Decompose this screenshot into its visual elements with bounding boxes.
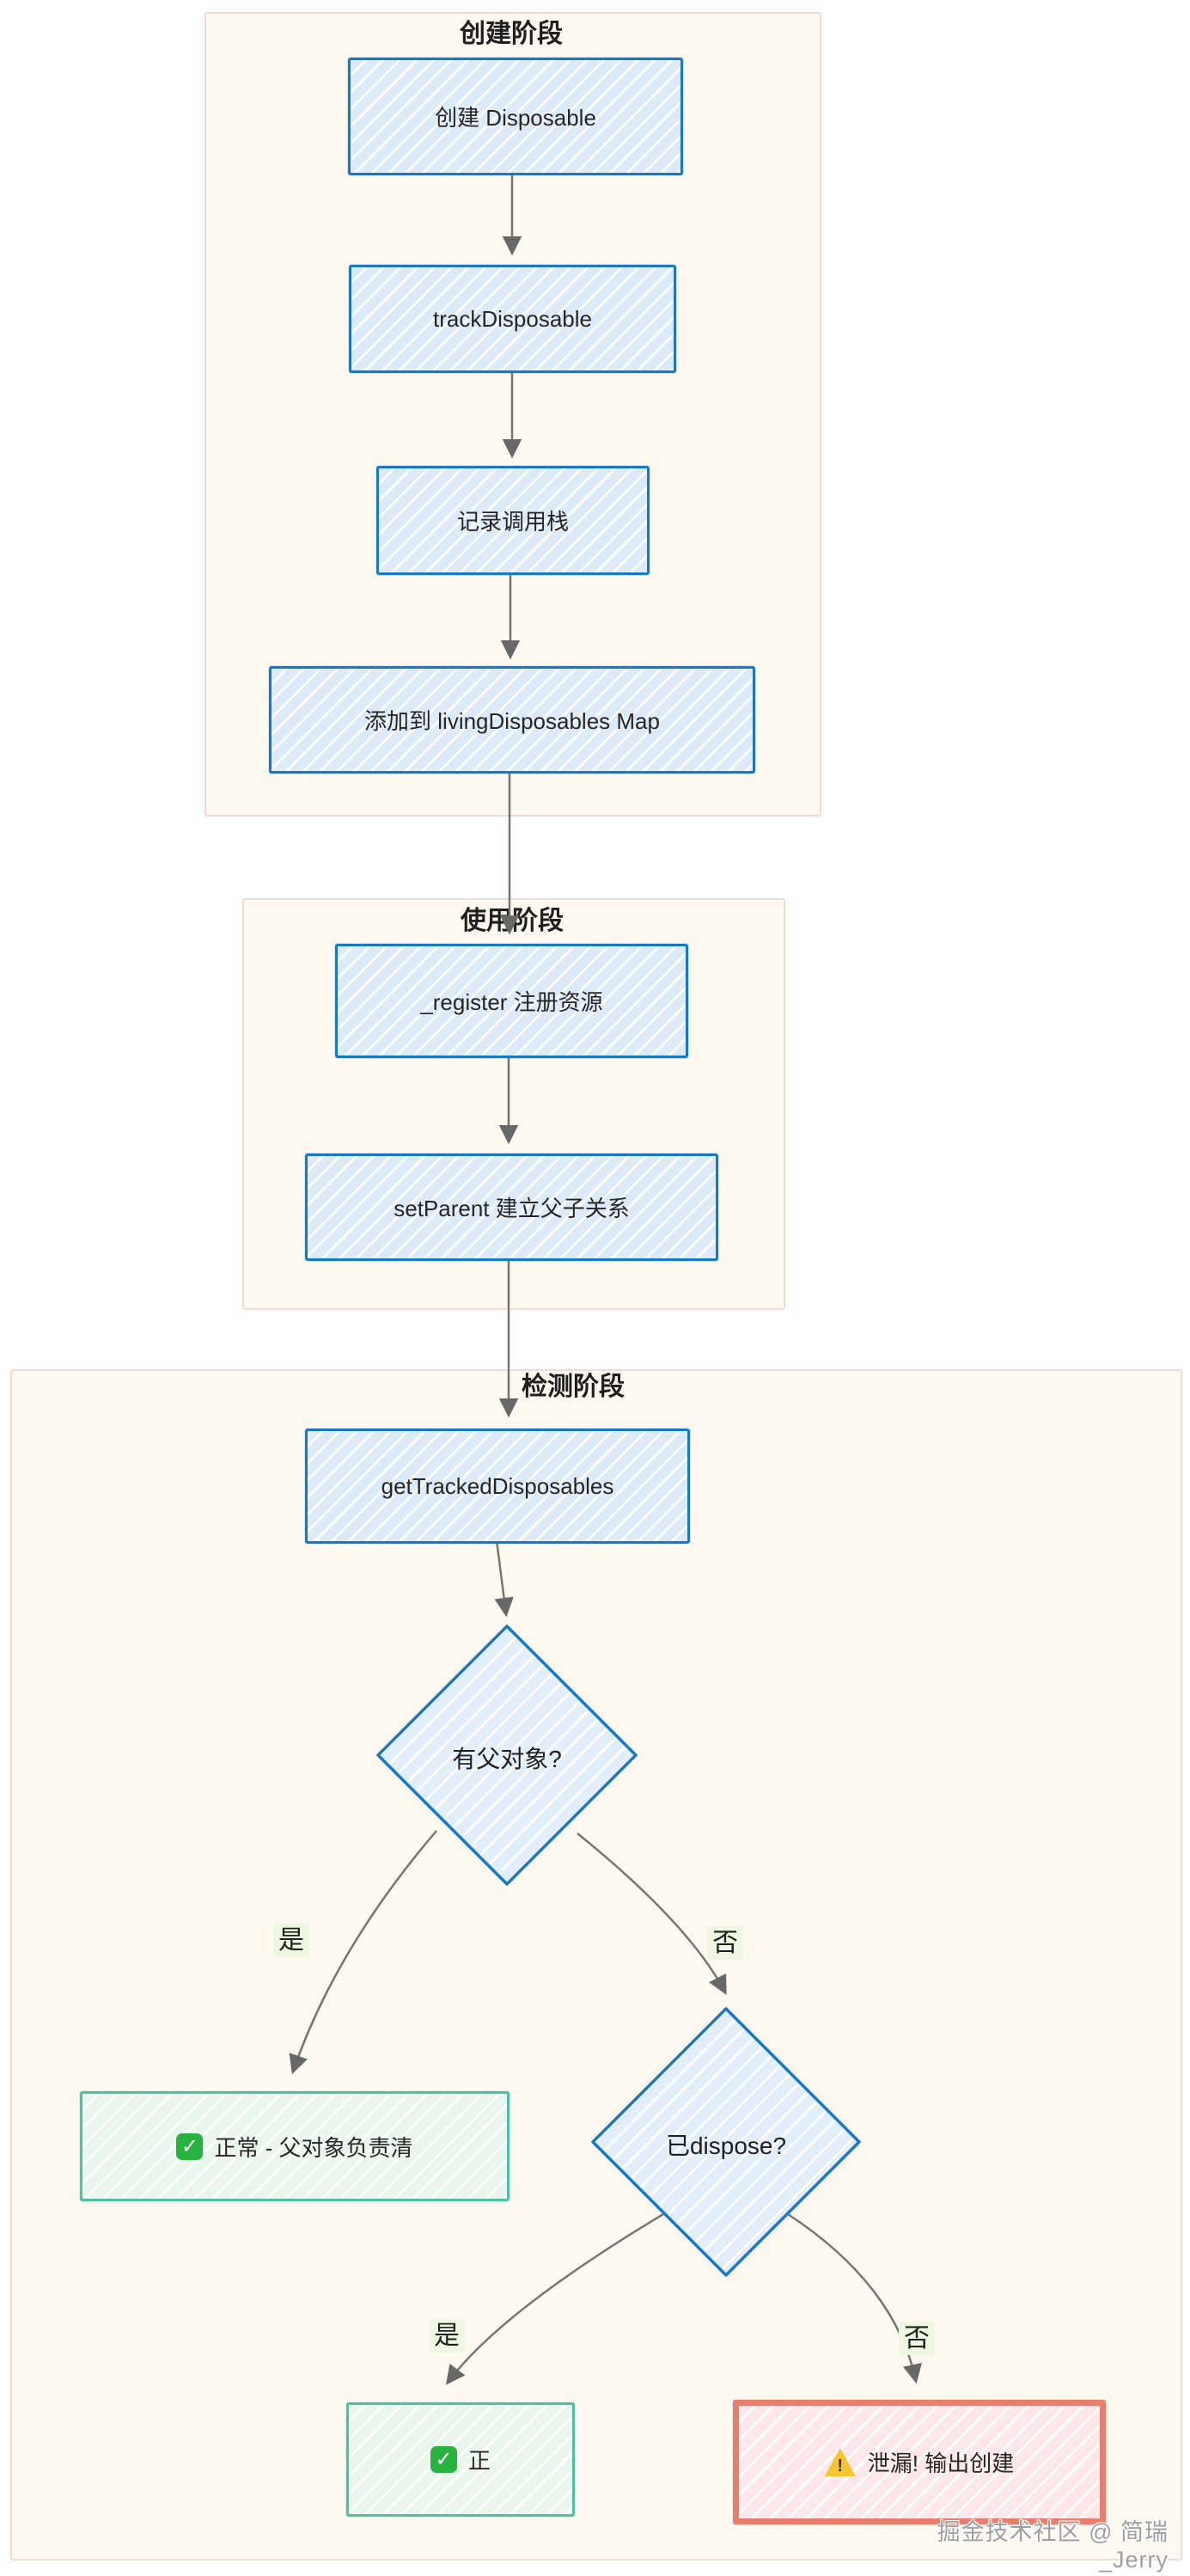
decision-has-parent-label: 有父对象? — [452, 1746, 562, 1772]
outcome-leak-box: ! 泄漏! 输出创建 — [733, 2400, 1106, 2524]
arrow-decision1-yes — [289, 1830, 437, 2075]
outcome-parent-ok-box: ✓ 正常 - 父对象负责清 — [80, 2091, 510, 2201]
outcome-leak-label: 泄漏! 输出创建 — [867, 2451, 1015, 2476]
node-add-living-map: 添加到 livingDisposables Map — [269, 666, 755, 774]
decision-disposed-diamond — [591, 2007, 861, 2277]
warning-icon: ! — [824, 2448, 856, 2476]
node-register-label: _register 注册资源 — [420, 989, 603, 1015]
outcome-ok-box: ✓ 正 — [346, 2402, 575, 2517]
arrow-gettracked-to-decision1 — [494, 1539, 514, 1618]
branch-label-no-2: 否 — [899, 2322, 935, 2355]
creation-stage-title: 创建阶段 — [460, 20, 563, 48]
node-register: _register 注册资源 — [335, 944, 688, 1058]
check-icon: ✓ — [176, 2132, 204, 2160]
detection-stage-container — [10, 1369, 1182, 2561]
detection-stage-title: 检测阶段 — [522, 1373, 625, 1401]
node-record-callstack-label: 记录调用栈 — [456, 509, 569, 535]
branch-label-no-1: 否 — [707, 1926, 743, 1960]
branch-label-yes-1: 是 — [273, 1924, 309, 1957]
arrow-decision2-no — [787, 2212, 922, 2384]
check-icon: ✓ — [430, 2446, 457, 2473]
node-track-disposable: trackDisposable — [349, 265, 676, 373]
outcome-parent-ok-label: 正常 - 父对象负责清 — [214, 2134, 413, 2161]
branch-label-yes-2: 是 — [429, 2319, 465, 2353]
node-create-disposable: 创建 Disposable — [348, 58, 683, 175]
node-get-tracked-disposables-label: getTrackedDisposables — [381, 1472, 614, 1499]
decision-disposed-label: 已dispose? — [665, 2132, 787, 2159]
node-setparent: setParent 建立父子关系 — [305, 1153, 718, 1261]
arrow-decision1-no — [577, 1833, 727, 1995]
node-record-callstack: 记录调用栈 — [376, 466, 650, 575]
arrow-decision2-yes — [445, 2212, 664, 2385]
watermark: 掘金技术社区 @ 简瑞_Jerry — [937, 2519, 1169, 2573]
node-get-tracked-disposables: getTrackedDisposables — [305, 1429, 690, 1544]
node-setparent-label: setParent 建立父子关系 — [394, 1196, 630, 1221]
outcome-ok-label: 正 — [467, 2448, 491, 2474]
node-track-disposable-label: trackDisposable — [433, 305, 592, 332]
node-add-living-map-label: 添加到 livingDisposables Map — [364, 708, 660, 734]
decision-has-parent-diamond — [376, 1625, 638, 1886]
node-create-disposable-label: 创建 Disposable — [435, 105, 596, 131]
